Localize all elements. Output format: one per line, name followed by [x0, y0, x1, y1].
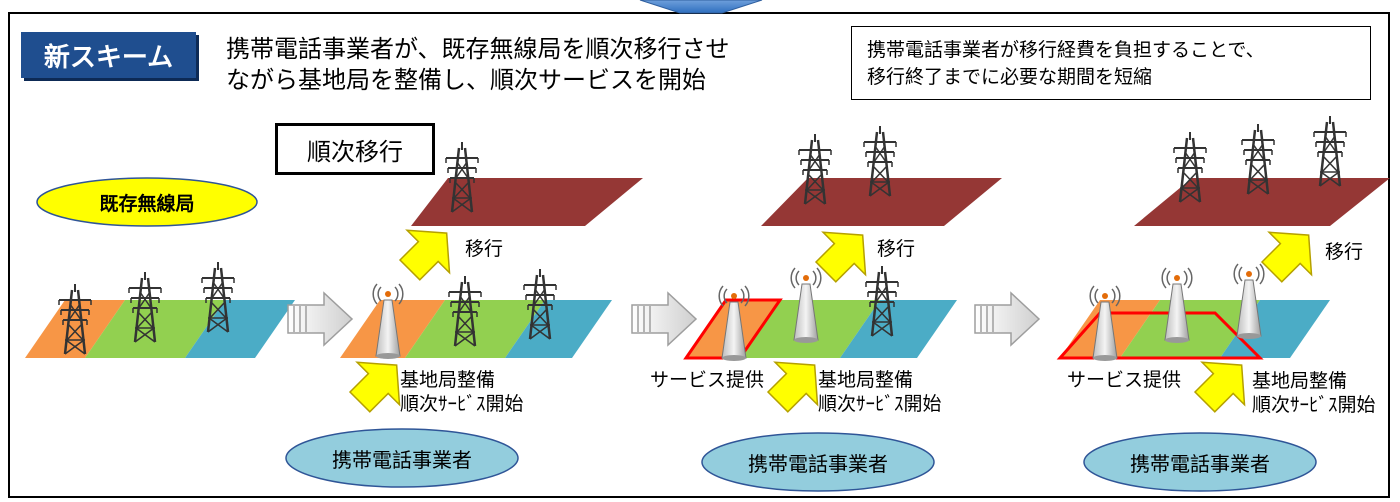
migration-label-2: 移行: [877, 238, 916, 260]
cost-note-box: 携帯電話事業者が移行経費を負担することで、 移行終了までに必要な期間を短縮: [851, 26, 1371, 100]
band-blue-3: [840, 300, 957, 358]
tower-relocated-stage4-3: [1312, 114, 1348, 188]
build-arrow-2: [766, 361, 819, 413]
carrier-label-3: 携帯電話事業者: [1130, 451, 1270, 476]
service-start-label-1: 順次ｻｰﾋﾞｽ開始: [400, 393, 524, 415]
carrier-ellipse-1: [285, 428, 519, 488]
band-green-2: [405, 300, 545, 358]
sequential-migration-box: 順次移行: [275, 123, 435, 175]
build-arrow-1: [348, 361, 401, 413]
base-station-build-label-1: 基地局整備: [400, 369, 496, 391]
transition-arrow-3: [974, 291, 1041, 347]
band-blue-1: [185, 300, 295, 358]
service-start-label-3: 順次ｻｰﾋﾞｽ開始: [1252, 394, 1376, 416]
carrier-ellipse-2: [701, 432, 935, 492]
migration-label-3: 移行: [1325, 241, 1364, 263]
relocated-band-2: [761, 178, 1002, 226]
relocated-band-3: [1134, 178, 1390, 226]
service-provided-label-1: サービス提供: [650, 369, 765, 391]
carrier-label-2: 携帯電話事業者: [748, 451, 888, 476]
headline-line-2: ながら基地局を整備し、順次サービスを開始: [226, 66, 706, 94]
migration-arrow-2: [814, 231, 867, 283]
note-line-1: 携帯電話事業者が移行経費を負担することで、: [867, 39, 1265, 61]
service-start-label-2: 順次ｻｰﾋﾞｽ開始: [818, 393, 942, 415]
transition-arrow-1: [287, 291, 354, 347]
existing-station-label: 既存無線局: [99, 192, 195, 215]
base-station-build-label-3: 基地局整備: [1252, 370, 1348, 392]
headline-line-1: 携帯電話事業者が、既存無線局を順次移行させ: [226, 35, 730, 63]
new-scheme-badge: 新スキーム: [21, 32, 196, 78]
transition-arrow-2: [631, 291, 698, 347]
top-arrow-tip: [639, 0, 763, 14]
band-orange-1: [25, 300, 125, 358]
migration-arrow-1: [398, 229, 451, 281]
relocated-band-1: [411, 178, 643, 226]
carrier-ellipse-3: [1083, 432, 1317, 492]
base-station-build-label-2: 基地局整備: [818, 369, 914, 391]
band-blue-2: [505, 300, 612, 358]
existing-station-ellipse: [36, 177, 258, 227]
migration-label-1: 移行: [465, 238, 504, 260]
note-line-2: 移行終了までに必要な期間を短縮: [867, 66, 1153, 88]
service-provided-label-2: サービス提供: [1067, 369, 1182, 391]
migration-arrow-3: [1260, 231, 1313, 283]
build-arrow-3: [1193, 361, 1246, 413]
band-green-1: [85, 300, 225, 358]
scheme-headline: 携帯電話事業者が、既存無線局を順次移行させ ながら基地局を整備し、順次サービスを…: [226, 34, 730, 96]
carrier-label-1: 携帯電話事業者: [332, 447, 472, 472]
